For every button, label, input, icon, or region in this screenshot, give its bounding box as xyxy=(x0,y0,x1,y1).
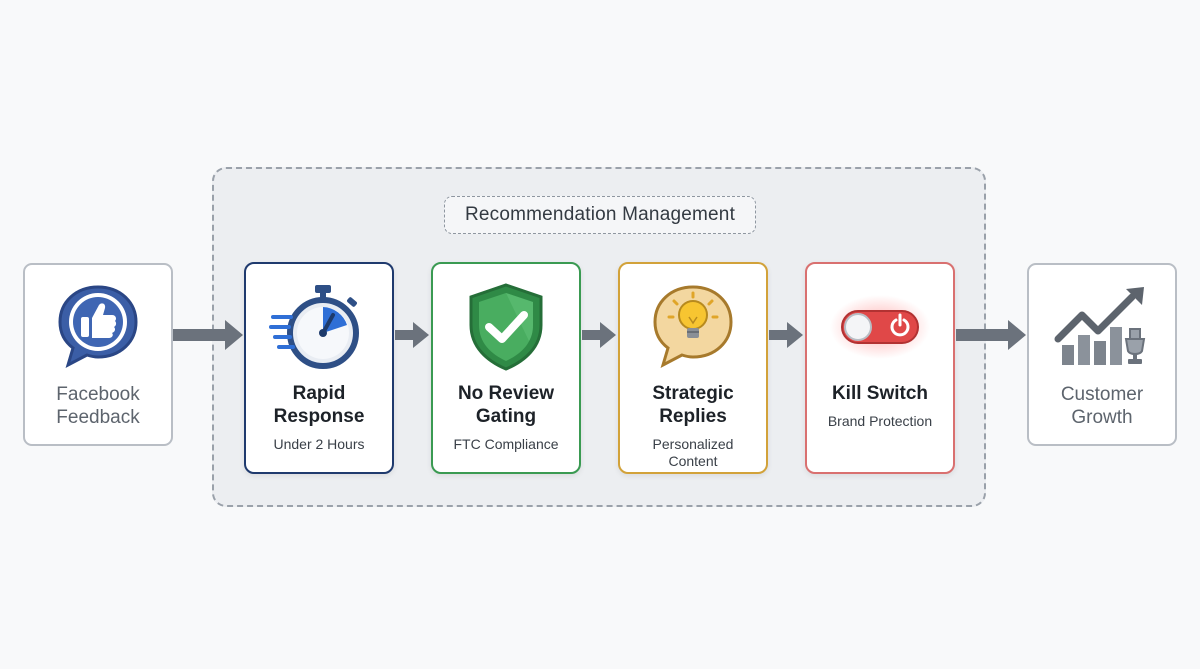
facebook-feedback-node: Facebook Feedback xyxy=(23,263,173,446)
step-title: Rapid Response xyxy=(273,383,365,427)
step-subtitle: Personalized Content xyxy=(652,436,734,469)
step-no-review-gating: No Review Gating FTC Compliance xyxy=(431,262,581,474)
step-kill-switch: Kill Switch Brand Protection xyxy=(805,262,955,474)
facebook-like-icon xyxy=(48,279,148,375)
source-label: Facebook Feedback xyxy=(56,384,140,428)
flow-arrow-2 xyxy=(395,322,429,348)
flow-arrow-3 xyxy=(582,322,616,348)
step-subtitle: Under 2 Hours xyxy=(273,436,365,452)
flow-arrow-1 xyxy=(173,320,243,350)
power-toggle-icon xyxy=(830,282,930,372)
target-label: Customer Growth xyxy=(1060,384,1144,428)
step-rapid-response: Rapid Response Under 2 Hours xyxy=(244,262,394,474)
flow-arrow-5 xyxy=(956,320,1026,350)
growth-chart-icon xyxy=(1052,279,1152,375)
group-title: Recommendation Management xyxy=(444,196,756,234)
step-title: Strategic Replies xyxy=(652,383,734,427)
stopwatch-icon xyxy=(269,282,369,372)
flow-arrow-4 xyxy=(769,322,803,348)
customer-growth-node: Customer Growth xyxy=(1027,263,1177,446)
lightbulb-bubble-icon xyxy=(643,282,743,372)
shield-check-icon xyxy=(456,282,556,372)
step-title: Kill Switch xyxy=(831,383,929,404)
step-subtitle: Brand Protection xyxy=(827,413,933,429)
step-subtitle: FTC Compliance xyxy=(453,436,559,452)
step-strategic-replies: Strategic Replies Personalized Content xyxy=(618,262,768,474)
step-title: No Review Gating xyxy=(457,383,555,427)
